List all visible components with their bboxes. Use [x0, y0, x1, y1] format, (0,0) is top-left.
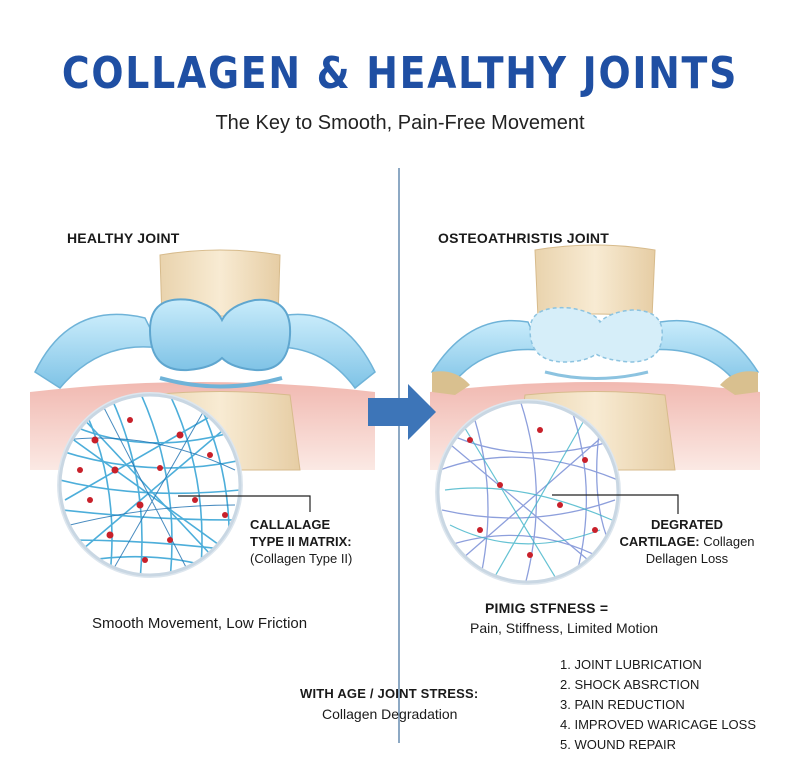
healthy-matrix-label-line1: CALLALAGE [250, 517, 331, 532]
benefit-item: 5. WOUND REPAIR [560, 737, 677, 752]
page-title: COLLAGEN & HEALTHY JOINTS [61, 48, 739, 99]
osteo-leader-line [552, 494, 679, 514]
healthy-matrix-label: CALLALAGE TYPE II MATRIX: (Collagen Type… [250, 516, 390, 567]
benefit-item: 2. SHOCK ABSRCTION [560, 677, 700, 692]
healthy-caption: Smooth Movement, Low Friction [92, 615, 308, 632]
age-caption: Collagen Degradation [322, 706, 458, 722]
benefits-list: 1. JOINT LUBRICATION 2. SHOCK ABSRCTION … [560, 655, 756, 755]
degraded-collagen-matrix [435, 399, 621, 585]
stiffness-heading: PIMIG STFNESS = [485, 600, 609, 616]
osteoarthritis-joint-heading: OSTEOATHRISTIS JOINT [438, 230, 609, 246]
osteo-label-line1: DEGRATED [651, 517, 723, 532]
healthy-joint-heading: HEALTHY JOINT [67, 230, 180, 246]
center-divider [398, 168, 400, 743]
osteo-cartilage-label: DEGRATED CARTILAGE: Collagen Dellagen Lo… [612, 516, 762, 567]
osteo-label-line2-bold: CARTILAGE: [619, 534, 700, 549]
benefit-item: 1. JOINT LUBRICATION [560, 657, 702, 672]
healthy-matrix-label-line3: (Collagen Type II) [250, 551, 353, 566]
healthy-collagen-matrix [57, 392, 243, 578]
age-heading: WITH AGE / JOINT STRESS: [300, 686, 479, 701]
benefit-item: 4. IMPROVED WARICAGE LOSS [560, 717, 757, 732]
progression-arrow-icon [368, 384, 436, 440]
benefit-item: 3. PAIN REDUCTION [560, 697, 685, 712]
osteo-label-line2-rest: Collagen [699, 534, 755, 549]
page-subtitle: The Key to Smooth, Pain-Free Movement [215, 112, 585, 134]
osteo-label-line3: Dellagen Loss [645, 551, 729, 566]
stiffness-caption: Pain, Stiffness, Limited Motion [470, 620, 659, 636]
healthy-leader-line [178, 495, 311, 512]
healthy-matrix-label-line2: TYPE II MATRIX: [250, 534, 352, 549]
